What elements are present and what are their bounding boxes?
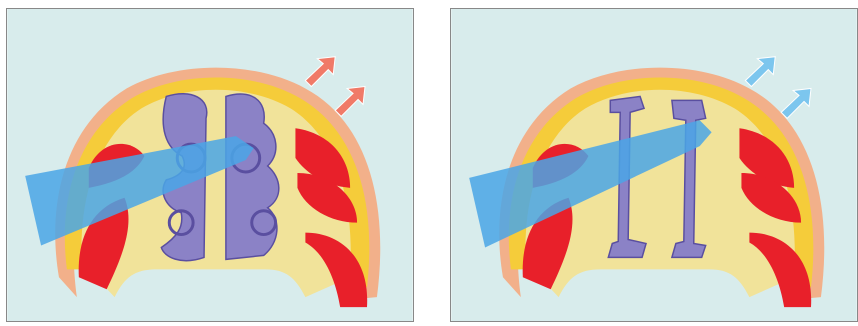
nasal-diagram-left [7,9,413,321]
diagram-panel-left [6,8,414,322]
nasal-diagram-right [451,9,857,321]
diagram-panel-right [450,8,858,322]
